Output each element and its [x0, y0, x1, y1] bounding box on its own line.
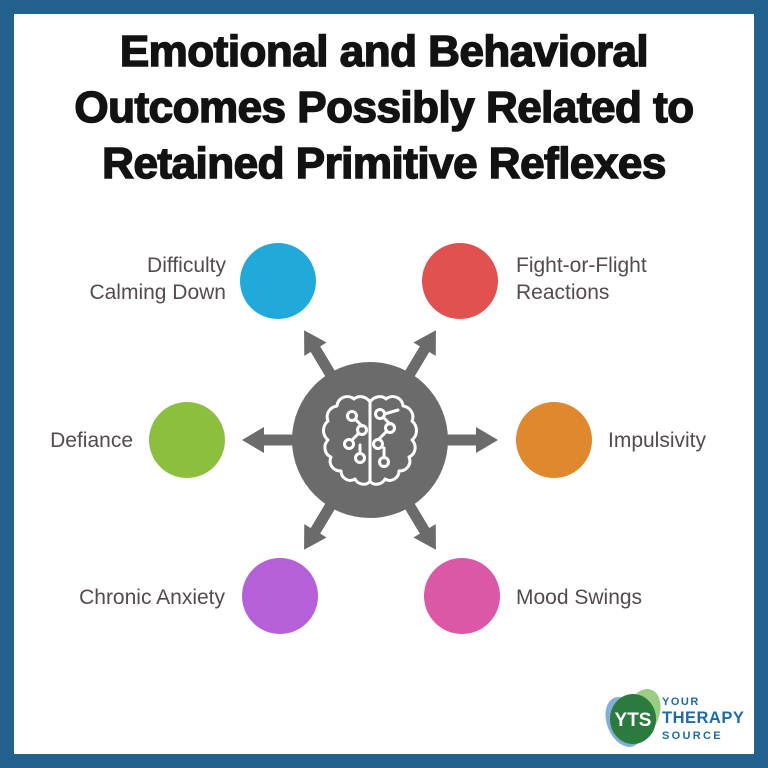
brain-circuit-icon	[322, 395, 418, 486]
logo-monogram: YTS	[615, 710, 652, 731]
page-title: Emotional and Behavioral Outcomes Possib…	[14, 24, 754, 192]
label-chronic-anxiety: Chronic Anxiety	[79, 586, 225, 609]
title-line-2: Outcomes Possibly Related to	[74, 82, 695, 133]
circle-defiance	[149, 402, 225, 478]
logo-wordmark: YOUR THERAPY SOURCE	[662, 696, 744, 742]
logo-dark-green-core	[610, 694, 656, 744]
hub-graphic	[242, 330, 498, 550]
title-line-1: Emotional and Behavioral	[119, 26, 649, 77]
logo-text-source: SOURCE	[662, 730, 723, 742]
circle-difficulty-calming-down	[240, 243, 316, 319]
circle-chronic-anxiety	[242, 558, 318, 634]
yts-logo-mark: YTS	[605, 689, 661, 747]
your-therapy-source-logo: YTS YOUR THERAPY SOURCE	[605, 689, 744, 747]
label-fight-or-flight: Fight-or-Flight Reactions	[516, 254, 647, 304]
logo-text-therapy: THERAPY	[662, 709, 744, 727]
label-impulsivity: Impulsivity	[608, 429, 707, 452]
label-defiance: Defiance	[50, 429, 133, 452]
label-difficulty-calming-down: Difficulty Calming Down	[89, 254, 226, 304]
label-mood-swings: Mood Swings	[516, 586, 643, 609]
circle-mood-swings	[424, 558, 500, 634]
circle-fight-or-flight	[422, 243, 498, 319]
circle-impulsivity	[516, 402, 592, 478]
title-line-3: Retained Primitive Reflexes	[101, 138, 667, 189]
logo-text-your: YOUR	[662, 696, 700, 708]
